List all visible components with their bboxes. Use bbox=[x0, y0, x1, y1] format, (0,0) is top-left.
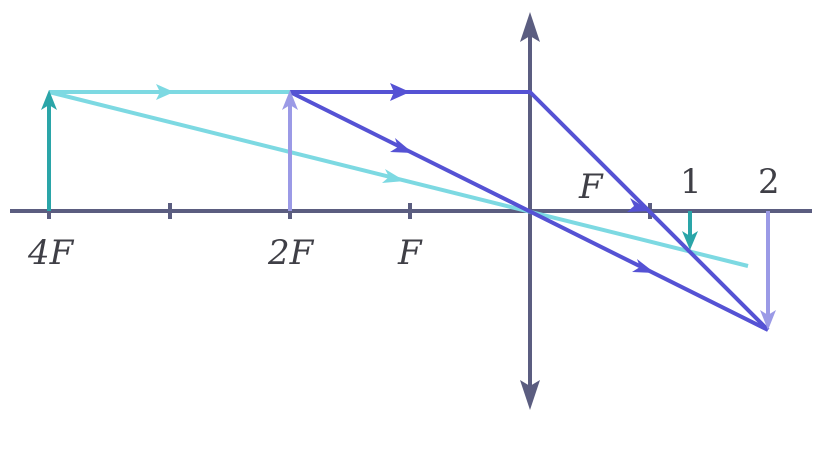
label-image-1: 1 bbox=[680, 162, 702, 202]
label-2f: 2F bbox=[267, 233, 315, 273]
lens-bottom-arrowhead bbox=[520, 380, 540, 410]
label-image-2: 2 bbox=[758, 162, 780, 202]
ray-blue-center-arrow-icon bbox=[390, 138, 413, 153]
object-1-arrow bbox=[41, 90, 57, 211]
image-1-arrow bbox=[682, 211, 698, 250]
image-1-arrowhead bbox=[682, 231, 698, 250]
image-2-arrow bbox=[760, 211, 776, 330]
ray-cyan-center-arrow-icon bbox=[382, 169, 405, 183]
ray-cyan-parallel-arrow-icon bbox=[156, 84, 174, 100]
lens-top-arrowhead bbox=[520, 12, 540, 42]
ray-blue-parallel-arrow-icon bbox=[390, 83, 410, 101]
image-2-arrowhead bbox=[760, 310, 776, 330]
ray-blue-lower-arrow-icon bbox=[632, 259, 655, 273]
object-2-arrowhead bbox=[282, 90, 298, 110]
label-f-right: F bbox=[578, 167, 604, 207]
ray-blue-through-center bbox=[289, 90, 769, 332]
object-1-arrowhead bbox=[41, 90, 57, 110]
ray-blue-refracted-arrow-icon bbox=[627, 198, 650, 212]
rays-object-1 bbox=[48, 84, 749, 268]
ray-blue-parallel bbox=[290, 90, 770, 332]
label-f-left: F bbox=[397, 233, 423, 273]
label-4f: 4F bbox=[27, 233, 75, 273]
rays-object-2 bbox=[289, 83, 770, 332]
object-2-arrow bbox=[282, 90, 298, 211]
